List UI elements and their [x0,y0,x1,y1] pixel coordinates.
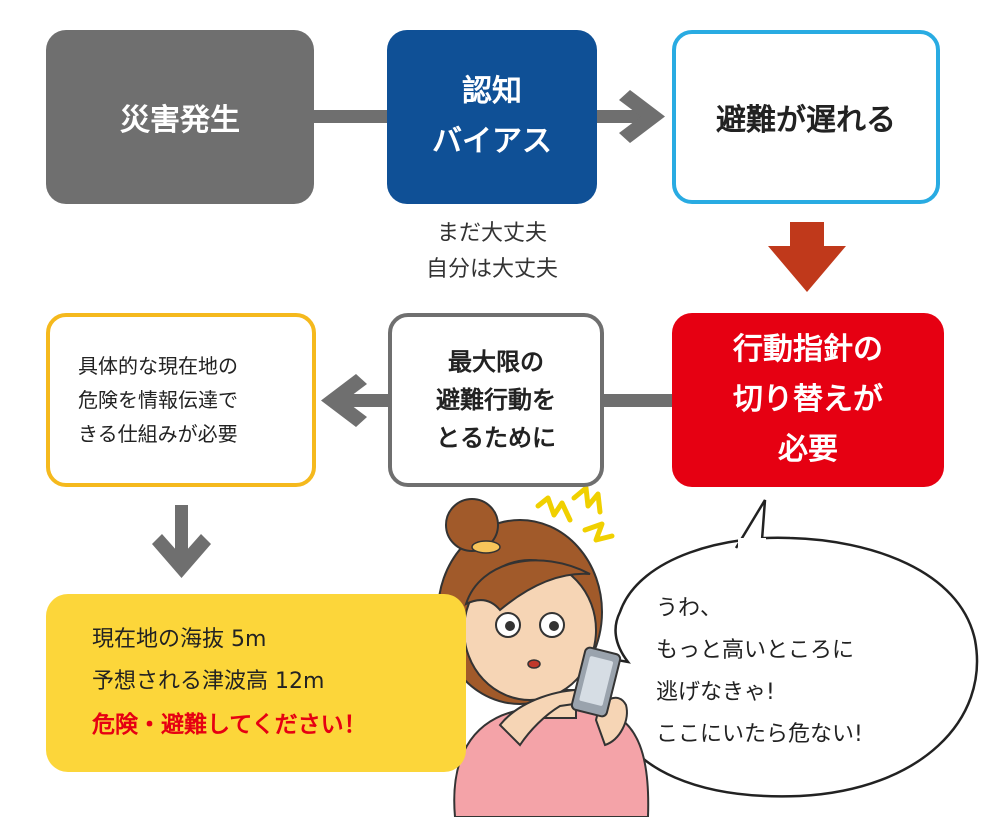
bias-note: まだ大丈夫 自分は大丈夫 [387,216,597,288]
connector-line [314,110,387,123]
max-evacuation-box: 最大限の 避難行動を とるために [388,313,604,487]
bias-note-line2: 自分は大丈夫 [425,257,558,282]
max-line3: とるために [436,424,556,452]
speech-line2: もっと高いところに [656,638,855,663]
evacuation-delay-box: 避難が遅れる [672,30,940,204]
speech-bubble-text: うわ、 もっと高いところに 逃げなきゃ! ここにいたら危ない! [656,588,863,756]
system-line3: きる仕組みが必要 [78,422,238,446]
late-label: 避難が遅れる [716,103,896,138]
cognitive-bias-box: 認知 バイアス [387,30,597,204]
character-illustration [437,498,650,817]
system-line2: 危険を情報伝達で [78,388,238,412]
alert-warning: 危険・避難してください！ [92,712,367,738]
arrow-down-icon [152,505,211,578]
bias-note-line1: まだ大丈夫 [436,221,547,246]
change-line2: 切り替えが [733,382,883,417]
system-line1: 具体的な現在地の [78,354,238,378]
change-line3: 必要 [778,432,838,467]
smartphone-icon [570,646,622,718]
speech-line3: 逃げなきゃ! [656,680,775,705]
bias-label-line1: 認知 [462,74,522,109]
surprise-mark-icon [535,485,615,543]
info-system-box: 具体的な現在地の 危険を情報伝達で きる仕組みが必要 [46,313,316,487]
arrow-left-icon [321,374,388,427]
max-line2: 避難行動を [436,386,556,414]
change-line1: 行動指針の [733,332,883,367]
max-line1: 最大限の [448,348,544,376]
disaster-box: 災害発生 [46,30,314,204]
tsunami-alert-box: 現在地の海抜 5m 予想される津波高 12m 危険・避難してください！ [46,594,466,772]
disaster-label: 災害発生 [120,103,240,138]
alert-tsunami-height: 予想される津波高 12m [92,669,325,694]
alert-elevation: 現在地の海抜 5m [92,627,267,652]
speech-line1: うわ、 [656,596,723,621]
connector-line [604,394,672,407]
arrow-down-icon [768,222,846,292]
speech-line4: ここにいたら危ない! [656,722,863,747]
bias-label-line2: バイアス [432,124,552,159]
arrow-right-icon [597,90,665,143]
policy-change-box: 行動指針の 切り替えが 必要 [672,313,944,487]
